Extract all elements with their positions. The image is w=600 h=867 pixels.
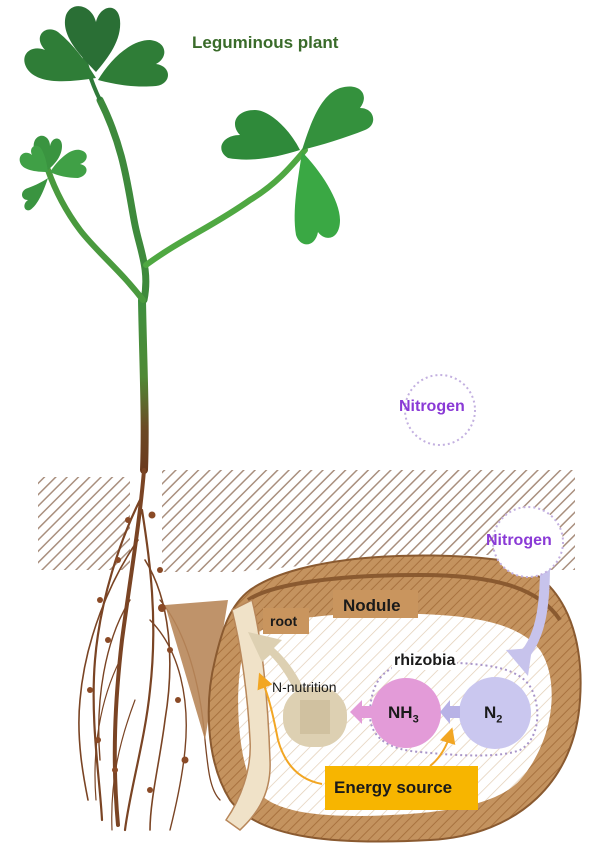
nodule-label-box: [333, 590, 418, 618]
energy-arrow-right: [429, 727, 456, 767]
energy-source-label: Energy source: [334, 778, 453, 797]
n2-label: N2: [484, 703, 502, 725]
nitrogen-soil-label: Nitrogen: [486, 532, 552, 549]
root-label-box: [263, 608, 309, 634]
rhizobia-boundary: [368, 660, 539, 757]
energy-arrow-left: [257, 672, 323, 785]
small-nodules: [87, 511, 189, 793]
nodule-label: Nodule: [343, 596, 401, 615]
rhizobia-label: rhizobia: [392, 652, 458, 670]
page-title: Leguminous plant: [192, 33, 339, 52]
nh3-label: NH3: [388, 703, 419, 725]
nh3-label-sub: 3: [412, 713, 419, 726]
nitrogen-air-label: Nitrogen: [399, 398, 465, 415]
nh3-to-nutrition-arrow: [350, 700, 372, 724]
n-nutrition-label: N-nutrition: [272, 679, 337, 695]
plant-leaves: [19, 6, 374, 245]
n2-to-nh3-arrow: [440, 700, 460, 724]
root-label: root: [270, 613, 298, 629]
nitrogen-soil-circle: [492, 506, 564, 578]
n-nutrition-arrow: [248, 632, 347, 747]
n2-label-sub: 2: [496, 713, 503, 726]
n2-label-main: N: [484, 703, 497, 722]
n2-circle: [459, 677, 531, 749]
zoom-callout: [165, 600, 228, 740]
nh3-circle: [371, 678, 441, 748]
plant-stem: [45, 39, 308, 474]
energy-source-box: [325, 766, 478, 810]
nitrogen-inflow-arrow: [506, 564, 550, 676]
nitrogen-air-circle: [404, 374, 476, 446]
nh3-label-main: NH: [388, 703, 413, 722]
soil-layer: [38, 470, 575, 572]
